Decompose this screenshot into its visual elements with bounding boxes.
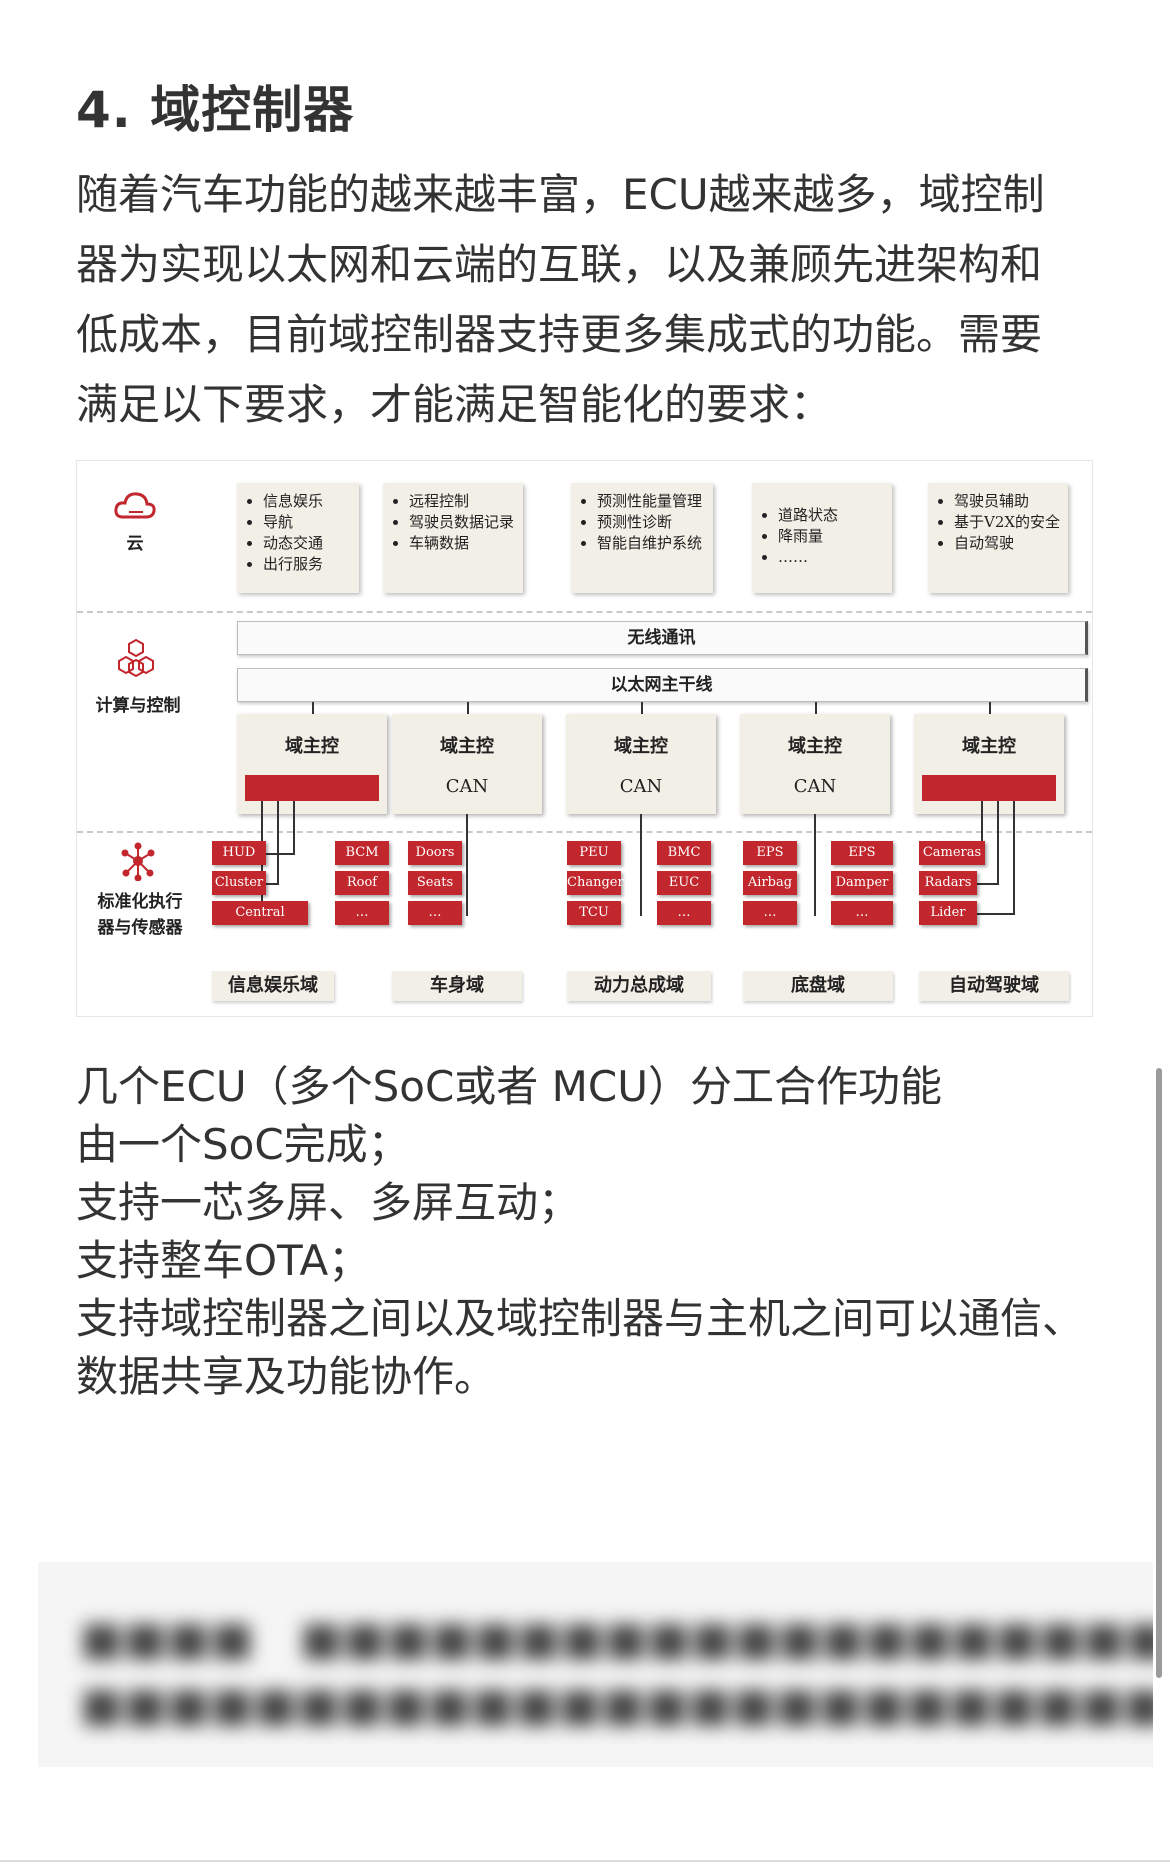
requirements-list: 几个ECU（多个SoC或者 MCU）分工合作功能 由一个SoC完成； 支持一芯多…	[76, 1058, 1106, 1406]
domain-controller-title: 域主控	[614, 736, 668, 757]
requirement-line: 数据共享及功能协作。	[76, 1352, 497, 1401]
layer-label-sensors: 标准化执行 器与传感器	[85, 889, 195, 941]
cloud-service-item: 驾驶员数据记录	[409, 512, 517, 533]
ecu-module: EPS	[831, 841, 893, 865]
domain-controller-title: 域主控	[285, 736, 339, 757]
cloud-service-box: 驾驶员辅助 基于V2X的安全 自动驾驶	[928, 483, 1068, 593]
article-heading: 4. 域控制器	[76, 81, 355, 139]
cloud-service-item: 基于V2X的安全	[954, 512, 1062, 533]
domain-controller-title: 域主控	[788, 736, 842, 757]
requirement-line: 支持整车OTA；	[76, 1236, 371, 1285]
can-label: CAN	[445, 776, 489, 797]
cloud-service-item: 导航	[263, 512, 353, 533]
cloud-service-item: 出行服务	[263, 554, 353, 575]
ecu-module: Radars	[919, 871, 977, 895]
domain-controller: 域主控 CAN	[392, 714, 542, 814]
bottom-divider	[0, 1860, 1170, 1862]
domain-label: 信息娱乐域	[212, 971, 334, 1001]
intro-line: 满足以下要求，才能满足智能化的要求：	[76, 380, 833, 429]
ecu-module: Seats	[408, 871, 462, 895]
cloud-service-box: 远程控制 驾驶员数据记录 车辆数据	[383, 483, 523, 593]
ecu-module: Cluster	[212, 871, 266, 895]
requirement-line: 由一个SoC完成；	[76, 1120, 410, 1169]
ecu-module: BCM	[335, 841, 389, 865]
cloud-icon	[114, 492, 156, 519]
can-label: CAN	[619, 776, 663, 797]
cloud-service-item: 预测性能量管理	[597, 491, 707, 512]
ecu-module: …	[408, 901, 462, 925]
domain-bus-bar	[922, 775, 1056, 801]
ecu-module: …	[335, 901, 389, 925]
requirement-line: 几个ECU（多个SoC或者 MCU）分工合作功能	[76, 1062, 942, 1111]
cloud-service-item: ……	[778, 547, 886, 568]
layer-label-line: 标准化执行	[97, 892, 183, 912]
cloud-service-item: 预测性诊断	[597, 512, 707, 533]
domain-controller: 域主控	[914, 714, 1064, 814]
cloud-service-item: 车辆数据	[409, 533, 517, 554]
can-label: CAN	[793, 776, 837, 797]
cloud-service-box: 预测性能量管理 预测性诊断 智能自维护系统	[571, 483, 713, 593]
ecu-module: Roof	[335, 871, 389, 895]
ecu-module: Changer	[567, 871, 624, 895]
layer-label-cloud: 云	[126, 534, 144, 554]
cloud-service-item: 道路状态	[778, 505, 886, 526]
ecu-module: BMC	[657, 841, 711, 865]
domain-controller-title: 域主控	[440, 736, 494, 757]
ethernet-backbone: 以太网主干线	[237, 668, 1088, 702]
cloud-service-item: 智能自维护系统	[597, 533, 707, 554]
domain-controller: 域主控 CAN	[740, 714, 890, 814]
ecu-module: EUC	[657, 871, 711, 895]
domain-label: 底盘域	[743, 971, 893, 1001]
ecu-module: Damper	[831, 871, 893, 895]
ecu-module: Cameras	[919, 841, 985, 865]
cloud-service-item: 自动驾驶	[954, 533, 1062, 554]
network-node-icon	[121, 842, 155, 881]
cloud-service-box: 道路状态 降雨量 ……	[752, 483, 892, 593]
cloud-service-item: 降雨量	[778, 526, 886, 547]
ecu-module: Doors	[408, 841, 462, 865]
cloud-service-item: 动态交通	[263, 533, 353, 554]
layer-divider	[77, 611, 1092, 613]
blurred-panel: ■■■■ ■■■■■■■■■■■■■■■■■■■■■■ ■■■■■■■■■■■■…	[38, 1562, 1153, 1767]
intro-line: 低成本，目前域控制器支持更多集成式的功能。需要	[76, 310, 1043, 359]
domain-label: 动力总成域	[567, 971, 711, 1001]
requirement-line: 支持一芯多屏、多屏互动；	[76, 1178, 581, 1227]
ecu-module: …	[831, 901, 893, 925]
cloud-service-item: 远程控制	[409, 491, 517, 512]
intro-line: 随着汽车功能的越来越丰富，ECU越来越多，域控制	[76, 170, 1045, 219]
domain-controller: 域主控	[237, 714, 387, 814]
cloud-service-item: 驾驶员辅助	[954, 491, 1062, 512]
wireless-bus: 无线通讯	[237, 621, 1088, 655]
ecu-module: HUD	[212, 841, 266, 865]
hexagon-cluster-icon	[118, 638, 154, 678]
ecu-module: PEU	[567, 841, 621, 865]
ecu-module: TCU	[567, 901, 621, 925]
layer-label-compute: 计算与控制	[95, 696, 181, 716]
layer-label-line: 器与传感器	[97, 918, 183, 938]
ecu-module: …	[657, 901, 711, 925]
intro-paragraph: 随着汽车功能的越来越丰富，ECU越来越多，域控制 器为实现以太网和云端的互联，以…	[76, 160, 1076, 440]
ecu-module: Central Display	[212, 901, 308, 944]
ecu-module: Airbag	[743, 871, 797, 895]
domain-label: 车身域	[392, 971, 522, 1001]
ecu-module: EPS	[743, 841, 797, 865]
domain-controller: 域主控 CAN	[566, 714, 716, 814]
domain-bus-bar	[245, 775, 379, 801]
domain-controller-title: 域主控	[962, 736, 1016, 757]
architecture-diagram: 云 信息娱乐 导航 动态交通 出行服务 远程控制 驾驶员数据记录 车辆数据 预测…	[76, 460, 1093, 1017]
domain-label: 自动驾驶域	[919, 971, 1069, 1001]
blurred-text: ■■■■ ■■■■■■■■■■■■■■■■■■■■■■	[80, 1611, 1153, 1665]
cloud-service-box: 信息娱乐 导航 动态交通 出行服务	[237, 483, 359, 593]
requirement-line: 支持域控制器之间以及域控制器与主机之间可以通信、	[76, 1294, 1085, 1343]
cloud-service-item: 信息娱乐	[263, 491, 353, 512]
ecu-module: …	[743, 901, 797, 925]
layer-divider	[77, 831, 1092, 833]
intro-line: 器为实现以太网和云端的互联，以及兼顾先进架构和	[76, 240, 1043, 289]
scrollbar[interactable]	[1156, 1068, 1162, 1678]
blurred-text: ■■■■■■■■■■■■■■■■■■■■■■■■■■■	[80, 1677, 1153, 1731]
ecu-module: Lider	[919, 901, 977, 925]
